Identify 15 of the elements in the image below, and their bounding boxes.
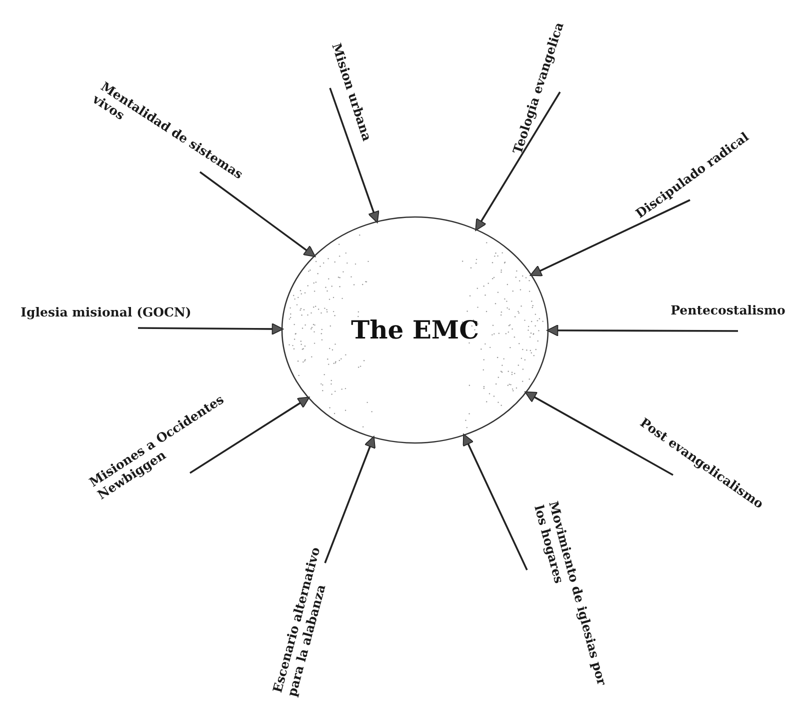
arrow <box>475 92 561 231</box>
concept-label: Pentecostalismo <box>670 302 786 318</box>
center-title: The EMC <box>351 316 479 344</box>
arrow <box>546 324 738 336</box>
arrow <box>190 396 310 474</box>
arrow <box>524 391 674 476</box>
oval-shape <box>280 215 550 445</box>
arrow <box>329 88 380 224</box>
arrow <box>324 436 376 564</box>
arrow <box>138 323 284 335</box>
arrow <box>530 199 690 276</box>
concept-label: Iglesia misional (GOCN) <box>20 304 192 320</box>
arrow <box>199 171 316 258</box>
concept-label: Mision urbana <box>329 41 375 143</box>
arrow <box>462 434 528 570</box>
